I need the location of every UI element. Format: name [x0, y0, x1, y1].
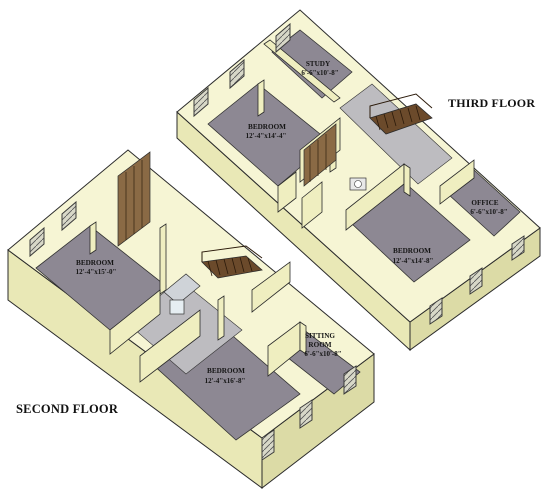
- third-floor-title: THIRD FLOOR: [448, 96, 536, 110]
- third-bedroom-right-name: BEDROOM: [393, 247, 431, 255]
- third-study-floor: [271, 29, 353, 99]
- second-bedroom-main-name: BEDROOM: [207, 367, 245, 375]
- third-hall-floor: [339, 83, 453, 185]
- third-bedroom-left-name: BEDROOM: [248, 123, 286, 131]
- third-study-name: STUDY: [306, 60, 331, 68]
- third-bedroom-left-dims: 12'-4"x14'-4": [246, 132, 287, 140]
- second-sitting-dims: 6'-6"x10'-8": [304, 350, 341, 358]
- second-floor-windows: [29, 200, 357, 461]
- third-closets: [303, 123, 337, 187]
- second-floor-stairs: [201, 245, 263, 279]
- third-floor-windows: [193, 22, 525, 325]
- second-interior-walls: [89, 221, 307, 383]
- third-bedroom-right-dims: 12'-4"x14'-8": [393, 257, 434, 265]
- third-study-dims: 6'-6"x10'-8": [301, 69, 338, 77]
- second-floor-model: BEDROOM 12'-4"x15'-0" SITTING ROOM 6'-6"…: [7, 149, 375, 490]
- second-bedroom-left-name: BEDROOM: [76, 259, 114, 267]
- second-sitting-name-2: ROOM: [308, 341, 331, 349]
- second-bedroom-left-dims: 12'-4"x15'-0": [76, 268, 117, 276]
- second-closets: [117, 151, 151, 247]
- second-sitting-name: SITTING: [305, 332, 335, 340]
- second-bedroom-main-dims: 12'-4"x16'-8": [205, 377, 246, 385]
- third-floor-stairs: [369, 93, 433, 135]
- third-office-name: OFFICE: [471, 199, 498, 207]
- third-floor-model: STUDY 6'-6"x10'-8" BEDROOM 12'-4"x14'-4"…: [176, 9, 541, 352]
- second-floor-title: SECOND FLOOR: [16, 402, 119, 416]
- third-bath-fixtures: [349, 177, 367, 191]
- second-shower: [163, 273, 201, 315]
- third-office-dims: 6'-6"x10'-8": [470, 208, 507, 216]
